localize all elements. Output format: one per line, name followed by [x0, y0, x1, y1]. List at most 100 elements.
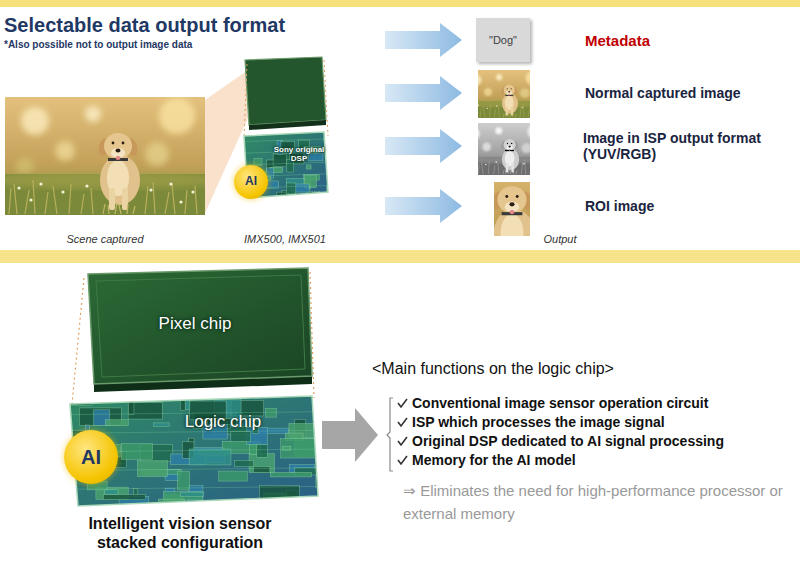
circuit-block — [228, 508, 250, 526]
node-text: Sony original DSP — [272, 146, 326, 164]
small-pixel-plate-part — [245, 57, 326, 125]
circuit-block — [180, 492, 204, 496]
circuit-block — [317, 406, 354, 413]
output-arrows — [385, 23, 462, 223]
output-arrows-part — [385, 129, 462, 163]
function-item: Memory for the AI model — [412, 452, 576, 468]
circuit-block — [105, 490, 118, 495]
circuit-block — [231, 432, 251, 442]
page-title: Selectable data output format — [4, 14, 285, 37]
gray-arrow — [322, 408, 378, 462]
stack-guide-lines-part — [72, 278, 84, 404]
circuit-block — [256, 502, 267, 509]
circuit-block — [235, 503, 257, 507]
figure-caption: Intelligent vision sensor stacked config… — [60, 514, 300, 552]
function-item: Conventional image sensor operation circ… — [412, 395, 708, 411]
check-marks-part — [398, 399, 407, 407]
isp-image-thumb — [452, 123, 556, 175]
circuit-block — [62, 396, 79, 402]
node-text: AI — [245, 175, 257, 189]
circuit-block — [245, 499, 251, 511]
panel-caption: IMX500, IMX501 — [210, 233, 360, 246]
output-label: Metadata — [585, 32, 650, 49]
circuit-block — [273, 154, 287, 167]
circuit-block — [253, 467, 270, 473]
circuit-block — [105, 420, 128, 426]
small-pixel-plate-part — [244, 64, 247, 140]
circuit-block — [153, 423, 169, 426]
node-text: Logic chip — [185, 412, 262, 432]
circuit-block — [189, 438, 195, 442]
circuit-block — [177, 471, 190, 490]
circuit-block — [307, 165, 311, 169]
circuit-block — [137, 461, 167, 477]
output-label: Image in ISP output format (YUV/RGB) — [583, 130, 793, 162]
circuit-trace — [62, 486, 324, 489]
circuit-block — [270, 472, 312, 477]
output-label: ROI image — [585, 198, 654, 214]
metadata-box: "Dog" — [476, 18, 530, 62]
isp-image-thumb-part — [452, 123, 556, 175]
circuit-block — [268, 199, 286, 209]
circuit-block — [189, 449, 231, 465]
circuit-block — [308, 191, 313, 197]
circuit-block — [321, 199, 339, 210]
circuit-block — [320, 497, 335, 516]
output-label: Normal captured image — [585, 85, 741, 101]
check-marks-part — [398, 437, 407, 445]
check-marks — [398, 399, 407, 464]
circuit-block — [257, 444, 268, 457]
plate-face — [88, 268, 312, 384]
top-stripe — [0, 0, 800, 7]
circuit-block — [180, 397, 185, 411]
circuit-pattern — [62, 396, 354, 526]
circuit-trace — [238, 139, 334, 142]
plate-inner-rim — [96, 275, 305, 377]
function-item: ISP which processes the image signal — [412, 414, 665, 430]
pixel-chip-layer: Pixel chip — [70, 266, 320, 394]
output-arrows-part — [385, 76, 462, 110]
circuit-block — [316, 468, 333, 487]
small-pixel-plate-part — [324, 60, 328, 136]
scene-photo — [0, 96, 225, 216]
circuit-block — [219, 471, 248, 481]
list-heading: <Main functions on the logic chip> — [372, 360, 614, 378]
circuit-block — [309, 153, 323, 160]
circuit-block — [326, 192, 343, 204]
separator-band — [0, 250, 800, 263]
panel-caption: Scene captured — [30, 233, 180, 246]
function-item: Original DSP dedicated to AI signal proc… — [412, 433, 724, 449]
circuit-block — [73, 507, 84, 526]
circuit-pattern — [238, 138, 345, 210]
list-bracket — [387, 398, 393, 471]
small-pixel-plate-part — [249, 120, 326, 130]
circuit-block — [215, 500, 249, 512]
ai-badge: AI — [64, 430, 118, 484]
scene-photo-part — [0, 96, 225, 216]
circuit-block — [287, 183, 296, 194]
node-text: "Dog" — [489, 34, 517, 47]
ai-badge: AI — [234, 165, 268, 199]
output-arrows-part — [385, 189, 462, 223]
circuit-block — [103, 495, 145, 500]
conclusion-note: ⇒ Eliminates the need for high-performan… — [403, 480, 793, 525]
circuit-block — [324, 138, 335, 141]
check-marks-part — [398, 456, 407, 464]
circuit-block — [281, 439, 317, 458]
panel-caption: Output — [500, 233, 620, 246]
circuit-block — [326, 144, 339, 148]
output-arrows-part — [385, 23, 462, 57]
node-text: AI — [81, 446, 101, 469]
circuit-block — [299, 195, 303, 207]
footnote: *Also possible not to output image data — [4, 39, 192, 51]
normal-image-thumb — [456, 70, 552, 118]
circuit-block — [128, 401, 134, 414]
circuit-block — [234, 460, 253, 466]
check-marks-part — [398, 418, 407, 426]
normal-image-thumb-part — [456, 70, 552, 118]
circuit-block — [331, 170, 345, 176]
circuit-block — [265, 408, 276, 417]
node-text: Pixel chip — [159, 314, 232, 334]
circuit-block — [206, 506, 218, 523]
